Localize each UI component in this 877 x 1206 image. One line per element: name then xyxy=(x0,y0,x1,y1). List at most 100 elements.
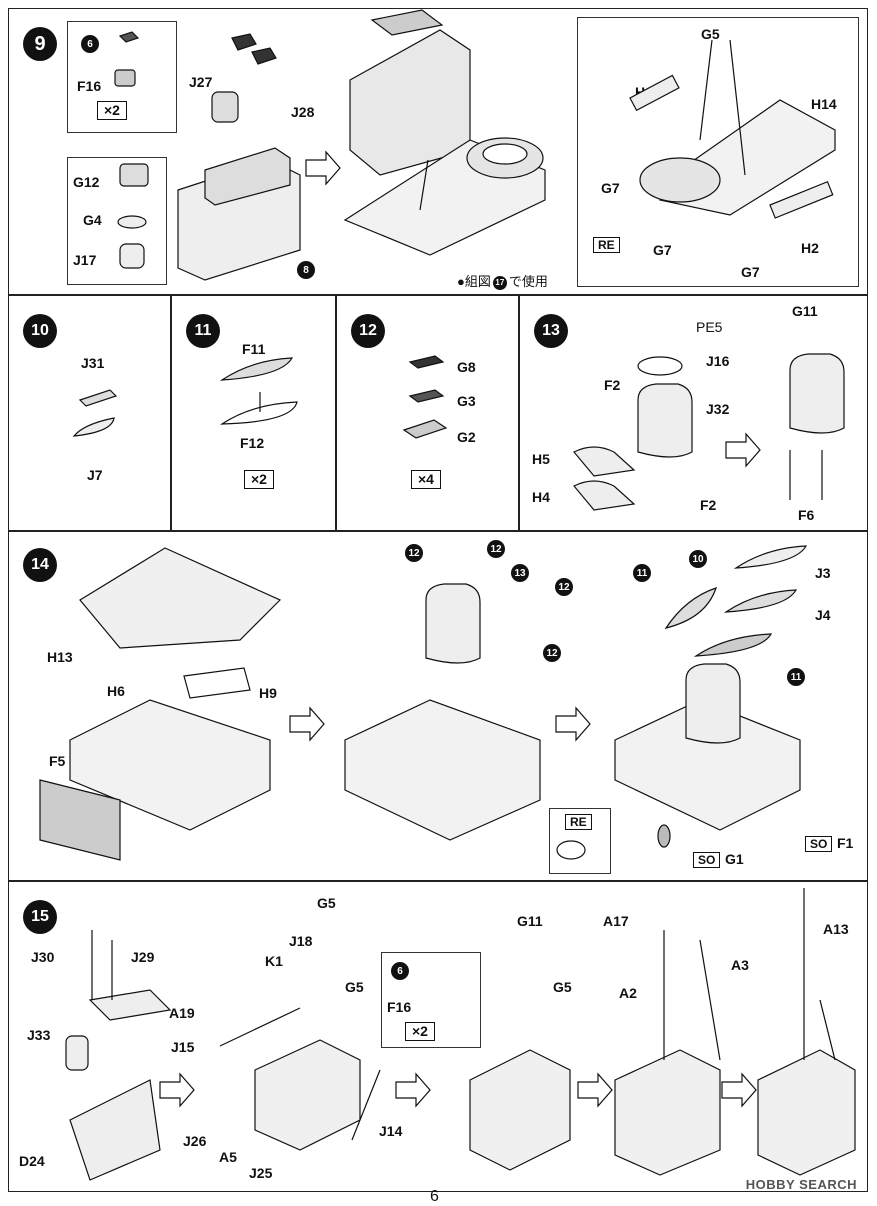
step-number-10: 10 xyxy=(23,314,57,348)
ref-badge-6: 6 xyxy=(391,962,409,980)
step-number-15: 15 xyxy=(23,900,57,934)
label-a17: A17 xyxy=(603,913,629,929)
multiplier-x4: ×4 xyxy=(411,470,441,490)
inset-g12-g4-j17 xyxy=(67,157,167,285)
re-inset xyxy=(549,808,611,874)
label-h13: H13 xyxy=(47,649,73,665)
label-j25: J25 xyxy=(249,1165,273,1181)
step9-right-detail xyxy=(577,17,859,287)
label-g5: G5 xyxy=(701,26,720,42)
ref-badge-10: 10 xyxy=(689,550,707,568)
label-g5-a: G5 xyxy=(317,895,336,911)
step-15-panel: 15 J30 J29 A19 J33 D24 G5 J18 K1 G5 J15 … xyxy=(8,881,868,1192)
label-f12: F12 xyxy=(240,435,265,451)
label-f6: F6 xyxy=(798,507,815,523)
label-g7-b: G7 xyxy=(653,242,672,258)
page-number: 6 xyxy=(430,1188,439,1205)
label-f2-a: F2 xyxy=(604,377,621,393)
label-g11: G11 xyxy=(517,913,543,929)
label-j7: J7 xyxy=(87,467,103,483)
step-number-12: 12 xyxy=(351,314,385,348)
step-number-9: 9 xyxy=(23,27,57,61)
label-h9: H9 xyxy=(259,685,277,701)
label-j33: J33 xyxy=(27,1027,51,1043)
label-j17: J17 xyxy=(73,252,97,268)
label-g5-c: G5 xyxy=(553,979,572,995)
label-g7-a: G7 xyxy=(601,180,620,196)
ref-badge-17: 17 xyxy=(492,275,507,290)
so-tag-f1: SO xyxy=(805,836,833,852)
label-h6: H6 xyxy=(107,683,125,699)
so-tag-g1: SO xyxy=(693,852,721,868)
label-g8: G8 xyxy=(457,359,476,375)
label-a5: A5 xyxy=(219,1149,237,1165)
ref-badge-6: 6 xyxy=(81,35,99,53)
ref-badge-13: 13 xyxy=(511,564,529,582)
multiplier-x2: ×2 xyxy=(405,1022,435,1042)
step-12-panel: 12 G8 G3 G2 ×4 xyxy=(336,295,519,531)
step-11-panel: 11 F11 F12 ×2 xyxy=(171,295,336,531)
label-j16: J16 xyxy=(706,353,730,369)
label-j29: J29 xyxy=(131,949,155,965)
label-f5: F5 xyxy=(49,753,66,769)
ref-badge-8: 8 xyxy=(297,261,315,279)
step-number-13: 13 xyxy=(534,314,568,348)
label-k1: K1 xyxy=(265,953,283,969)
label-j15: J15 xyxy=(171,1039,195,1055)
label-g5-b: G5 xyxy=(345,979,364,995)
label-d24: D24 xyxy=(19,1153,45,1169)
label-h2: H2 xyxy=(801,240,819,256)
ref-badge-11-b: 11 xyxy=(787,668,805,686)
re-tag: RE xyxy=(565,814,592,830)
step-13-panel: 13 PE5 J16 F2 J32 H5 H4 F2 G11 F6 xyxy=(519,295,868,531)
label-j30: J30 xyxy=(31,949,55,965)
label-f2-b: F2 xyxy=(700,497,717,513)
label-g1: G1 xyxy=(725,851,744,867)
label-h4: H4 xyxy=(532,489,550,505)
label-g4: G4 xyxy=(83,212,102,228)
step-number-11: 11 xyxy=(186,314,220,348)
label-a2: A2 xyxy=(619,985,637,1001)
label-h5: H5 xyxy=(532,451,550,467)
watermark: HOBBY SEARCH xyxy=(745,1177,857,1192)
label-f1: F1 xyxy=(837,835,854,851)
multiplier-x2: ×2 xyxy=(97,101,127,121)
label-g11: G11 xyxy=(792,303,818,319)
inset-f16 xyxy=(381,952,481,1048)
ref-badge-12-a: 12 xyxy=(405,544,423,562)
label-a3: A3 xyxy=(731,957,749,973)
label-h14: H14 xyxy=(811,96,837,112)
label-j31: J31 xyxy=(81,355,105,371)
label-g7-c: G7 xyxy=(741,264,760,280)
ref-badge-12-c: 12 xyxy=(555,578,573,596)
label-j3: J3 xyxy=(815,565,831,581)
step-number-14: 14 xyxy=(23,548,57,582)
multiplier-x2: ×2 xyxy=(244,470,274,490)
label-f16: F16 xyxy=(387,999,412,1015)
step-14-panel: 14 H13 H6 H9 F5 H12 J3 J4 SO F1 SO G1 RE… xyxy=(8,531,868,881)
ref-badge-11-a: 11 xyxy=(633,564,651,582)
label-j28: J28 xyxy=(291,104,315,120)
ref-badge-12-b: 12 xyxy=(487,540,505,558)
re-tag: RE xyxy=(593,237,620,253)
label-h1: H1 xyxy=(635,84,653,100)
label-j18: J18 xyxy=(289,933,313,949)
label-a13: A13 xyxy=(823,921,849,937)
label-g3: G3 xyxy=(457,393,476,409)
ref-badge-12-d: 12 xyxy=(543,644,561,662)
label-j27: J27 xyxy=(189,74,213,90)
inset-f16 xyxy=(67,21,177,133)
label-f16: F16 xyxy=(77,78,102,94)
label-g2: G2 xyxy=(457,429,476,445)
label-h12: H12 xyxy=(67,825,93,841)
label-g12: G12 xyxy=(73,174,100,190)
label-j32: J32 xyxy=(706,401,730,417)
label-j26: J26 xyxy=(183,1133,207,1149)
label-pe5: PE5 xyxy=(696,319,723,335)
label-j14: J14 xyxy=(379,1123,403,1139)
label-f11: F11 xyxy=(242,341,266,357)
label-j4: J4 xyxy=(815,607,831,623)
label-a19: A19 xyxy=(169,1005,195,1021)
